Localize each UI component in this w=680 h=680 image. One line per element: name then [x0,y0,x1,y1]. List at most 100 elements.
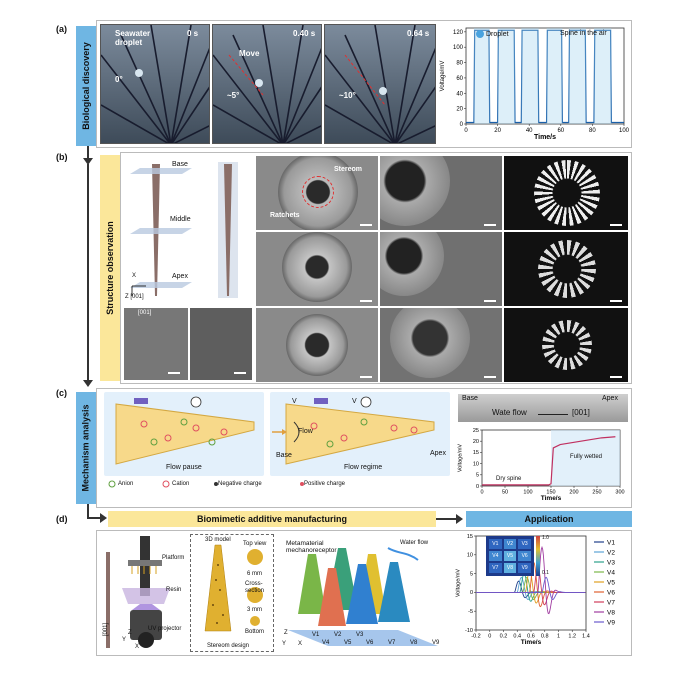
droplet-contact-band [473,28,490,124]
legend-negative: Negative charge [218,481,262,487]
droplet-contact-band [593,28,612,124]
bam-title: Biomimetic additive manufacturing [196,514,348,524]
diagram-base-label: Base [276,452,292,459]
stereom-design-box: 3D model Top view 6 mm Cross- section 3 … [190,534,274,652]
array-axis-z: Z [284,630,288,636]
spine-cone-pause [115,403,255,465]
droplet-contact-band [546,28,563,124]
section-title-structure: Structure observation [105,221,115,315]
series-line-v9 [476,576,586,600]
photo-time-1: 0 s [187,29,199,38]
x-tick-label: 0 [464,128,468,134]
x-tick-label: -0.2 [471,634,480,640]
y-tick-label: 100 [453,45,464,51]
y-tick-label: 0 [470,590,473,596]
heat-min-label: 0.1 [542,570,549,576]
tile-v5: V5 [344,640,352,646]
printer-diagram [106,536,170,648]
y-axis-label: Voltage/mV [440,61,446,92]
sem-apex-detail [380,308,502,382]
photo-caption-2: Move [239,49,260,58]
bottom-label: Bottom [245,629,265,635]
x-axis-label: Time/s [521,639,542,646]
x-axis-label: Time/s [534,134,556,141]
x-tick-label: 0 [480,490,483,496]
panel-label-b: (b) [56,152,68,162]
printer-direction-label: [001] [103,622,110,637]
strip-flow-text: Wate flow [492,408,527,417]
spine-flow-strip: Base Apex Wate flow [001] [458,394,628,422]
flow-label: Flow [298,428,313,435]
legend-label-v6: V6 [607,590,615,597]
sem-apex-overview [256,308,378,382]
chart-a-legend-text: Droplet [486,30,509,38]
x-tick-label: 0.2 [500,634,508,640]
y-tick-label: 5 [470,571,473,577]
tile-v1: V1 [312,632,320,638]
heat-max-label: 1.0 [542,535,549,541]
plot-frame [465,27,625,125]
arrow-c-d-line [87,504,89,518]
axis-z-label: Z [001] [125,294,144,300]
scale-bar [234,372,246,374]
array-axis-y: Y [282,641,287,647]
application-title: Application [524,514,574,524]
y-tick-label: 15 [473,450,479,456]
spine-base-label: Base [172,161,188,168]
v-label-pause: V [292,398,297,405]
y-tick-label: 20 [456,107,463,113]
tile-v9: V9 [432,640,440,646]
mechanoreceptor-array [288,547,438,646]
y-tick-label: 0 [476,484,479,490]
x-tick-label: 100 [523,490,532,496]
fully-wetted-label: Fully wetted [570,454,603,460]
y-tick-label: 40 [456,91,463,97]
heat-cell: V4 [489,551,502,561]
inset-direction-label: [001] [138,310,152,316]
x-tick-label: 20 [494,128,501,134]
y-tick-label: 5 [476,473,479,479]
sem-middle-overview [256,232,378,306]
heatmap-inset: V1 V2 V3 V4 V5 V6 V7 V8 V9 [486,536,534,576]
application-header: Application [466,511,632,527]
x-tick-label: 250 [592,490,601,496]
tile-v6: V6 [366,640,374,646]
legend-label-v1: V1 [607,540,615,547]
x-tick-label: 1 [557,634,560,640]
uv-projector-label: UV projector [148,626,182,632]
scale-bar [168,372,180,374]
top-view-label: Top view [243,541,267,547]
spine-apex-label: Apex [172,273,188,280]
y-tick-label: 80 [456,61,463,67]
arrow-c-d-turn [87,517,101,519]
axis-x-label: X [132,273,137,279]
chart-a-note: Spine in the air [560,30,607,37]
arrow-a-b-head [83,158,93,165]
resin-label: Resin [166,587,182,593]
tile-v7: V7 [388,640,396,646]
x-tick-label: 150 [546,490,555,496]
photo-angle-1: 0° [115,75,123,84]
legend-cation: Cation [172,481,190,487]
x-tick-label: 300 [615,490,624,496]
dim-6mm-label: 6 mm [247,571,262,577]
legend-label-v7: V7 [607,600,615,607]
y-tick-label: 15 [467,534,473,540]
x-tick-label: 60 [557,128,564,134]
heat-cell: V9 [518,563,531,573]
heat-cell: V1 [489,539,502,549]
photo-time-3: 0.64 s [407,29,430,38]
urchin-spines-2 [213,25,321,143]
heat-colorbar [536,536,540,576]
arrow-bam-app [436,518,458,520]
droplet-contact-band [521,28,539,124]
spine-right [224,164,232,296]
y-tick-label: 10 [467,553,473,559]
flow-pause-label: Flow pause [166,464,202,471]
strip-direction: [001] [572,408,590,417]
photo-angle-3: ~10° [339,91,356,100]
mechanism-diagram [104,392,450,488]
urchin-photo-2: Move 0.40 s ~5° [212,24,322,144]
photo-time-2: 0.40 s [293,29,316,38]
x-tick-label: 0.6 [527,634,535,640]
